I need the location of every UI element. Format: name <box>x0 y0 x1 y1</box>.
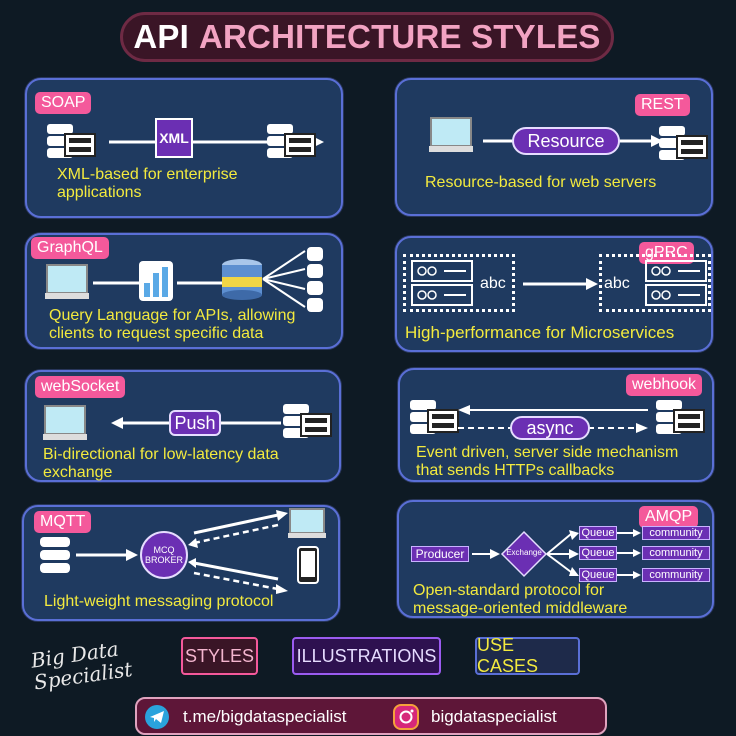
arrow-right-icon <box>617 571 641 579</box>
mqtt-description: Light-weight messaging protocol <box>44 593 274 610</box>
arrow-right-icon <box>617 529 641 537</box>
arrow-right-icon <box>523 278 598 290</box>
tag-soap: SOAP <box>35 92 92 114</box>
exchange-diamond-icon <box>500 530 548 578</box>
amqp-description: Open-standard protocol for message-orien… <box>413 582 628 617</box>
fan-out-arrows-icon <box>546 530 579 576</box>
legend-use-cases: USE CASES <box>475 635 580 676</box>
legend-styles: STYLES <box>181 637 258 675</box>
server-rack-icon <box>645 260 707 306</box>
tag-amqp: AMQP <box>639 506 699 528</box>
legend-illustrations: ILLUSTRATIONS <box>292 637 441 675</box>
server-icon <box>659 126 708 160</box>
tag-websocket: webSocket <box>35 376 126 398</box>
server-icon <box>283 404 332 438</box>
smartphone-icon <box>297 546 319 584</box>
tag-webhook: webhook <box>626 374 703 396</box>
grpc-description: High-performance for Microservices <box>405 323 675 342</box>
async-pill: async <box>510 416 590 440</box>
server-icon <box>47 124 96 158</box>
grpc-right-label: abc <box>604 275 630 292</box>
instagram-icon[interactable] <box>393 704 419 730</box>
server-rack-icon <box>411 260 473 306</box>
queue-box: Queue <box>579 546 617 560</box>
footer-bar: t.me/bigdataspecialist bigdataspecialist <box>135 697 607 735</box>
tag-graphql: GraphQL <box>31 237 109 259</box>
community-box: community <box>642 546 710 560</box>
mqtt-broker: MCQ BROKER <box>140 531 188 579</box>
arrow-right-icon <box>617 549 641 557</box>
telegram-link[interactable]: t.me/bigdataspecialist <box>183 707 347 726</box>
tag-rest: REST <box>635 94 690 116</box>
queue-box: Queue <box>579 568 617 582</box>
tag-mqtt: MQTT <box>34 511 92 533</box>
server-icon <box>410 400 459 434</box>
database-icon <box>222 259 262 300</box>
instagram-link[interactable]: bigdataspecialist <box>431 707 557 726</box>
server-icon <box>267 124 316 158</box>
broker-label: MCQ BROKER <box>145 545 184 565</box>
arrow-right-icon <box>472 549 500 559</box>
monitor-icon <box>288 508 326 538</box>
title-word-api: API <box>133 18 189 55</box>
monitor-icon <box>43 405 87 440</box>
pubsub-arrows-icon <box>188 510 288 594</box>
monitor-icon <box>429 117 473 152</box>
rest-description: Resource-based for web servers <box>425 174 657 191</box>
card-graphql: GraphQL Query Language for APIs, allowin… <box>25 233 343 349</box>
soap-description: XML-based for enterprise applications <box>57 166 238 201</box>
exchange-label: Exchange <box>506 548 542 557</box>
graphql-description: Query Language for APIs, allowing client… <box>49 307 296 342</box>
signature-logo: Big Data Specialist <box>29 636 134 695</box>
card-mqtt: MQTT MCQ BROKER Light-weight messaging p… <box>22 505 340 621</box>
page-title: API ARCHITECTURE STYLES <box>120 12 614 62</box>
database-icon <box>40 537 70 573</box>
server-icon <box>656 400 705 434</box>
fan-out-icon <box>262 247 323 312</box>
resource-pill: Resource <box>512 127 620 155</box>
telegram-icon[interactable] <box>145 705 169 729</box>
webhook-description: Event driven, server side mechanism that… <box>416 444 679 479</box>
queue-box: Queue <box>579 526 617 540</box>
community-box: community <box>642 568 710 582</box>
xml-box: XML <box>155 118 193 158</box>
websocket-description: Bi-directional for low-latency data exch… <box>43 446 279 481</box>
card-websocket: webSocket Push Bi-directional for low-la… <box>25 370 341 482</box>
title-word-rest: ARCHITECTURE STYLES <box>198 18 601 55</box>
monitor-icon <box>45 264 89 299</box>
grpc-left-label: abc <box>480 275 506 292</box>
card-rest: REST Resource Resource-based for web ser… <box>395 78 713 216</box>
card-soap: SOAP XML XML-based for enterprise applic… <box>25 78 343 218</box>
community-box: community <box>642 526 710 540</box>
push-pill: Push <box>169 410 221 436</box>
producer-box: Producer <box>411 546 469 562</box>
grpc-left-node: abc <box>403 254 515 312</box>
card-webhook: webhook async Event driven, server side … <box>398 368 714 482</box>
card-grpc: gPRC abc abc High-performance for Micros… <box>395 236 713 352</box>
arrow-right-icon <box>76 549 138 561</box>
bar-chart-icon <box>139 261 173 301</box>
card-amqp: AMQP Producer Exchange Queue Queue Queue… <box>397 500 714 618</box>
grpc-right-node: abc <box>599 254 711 312</box>
